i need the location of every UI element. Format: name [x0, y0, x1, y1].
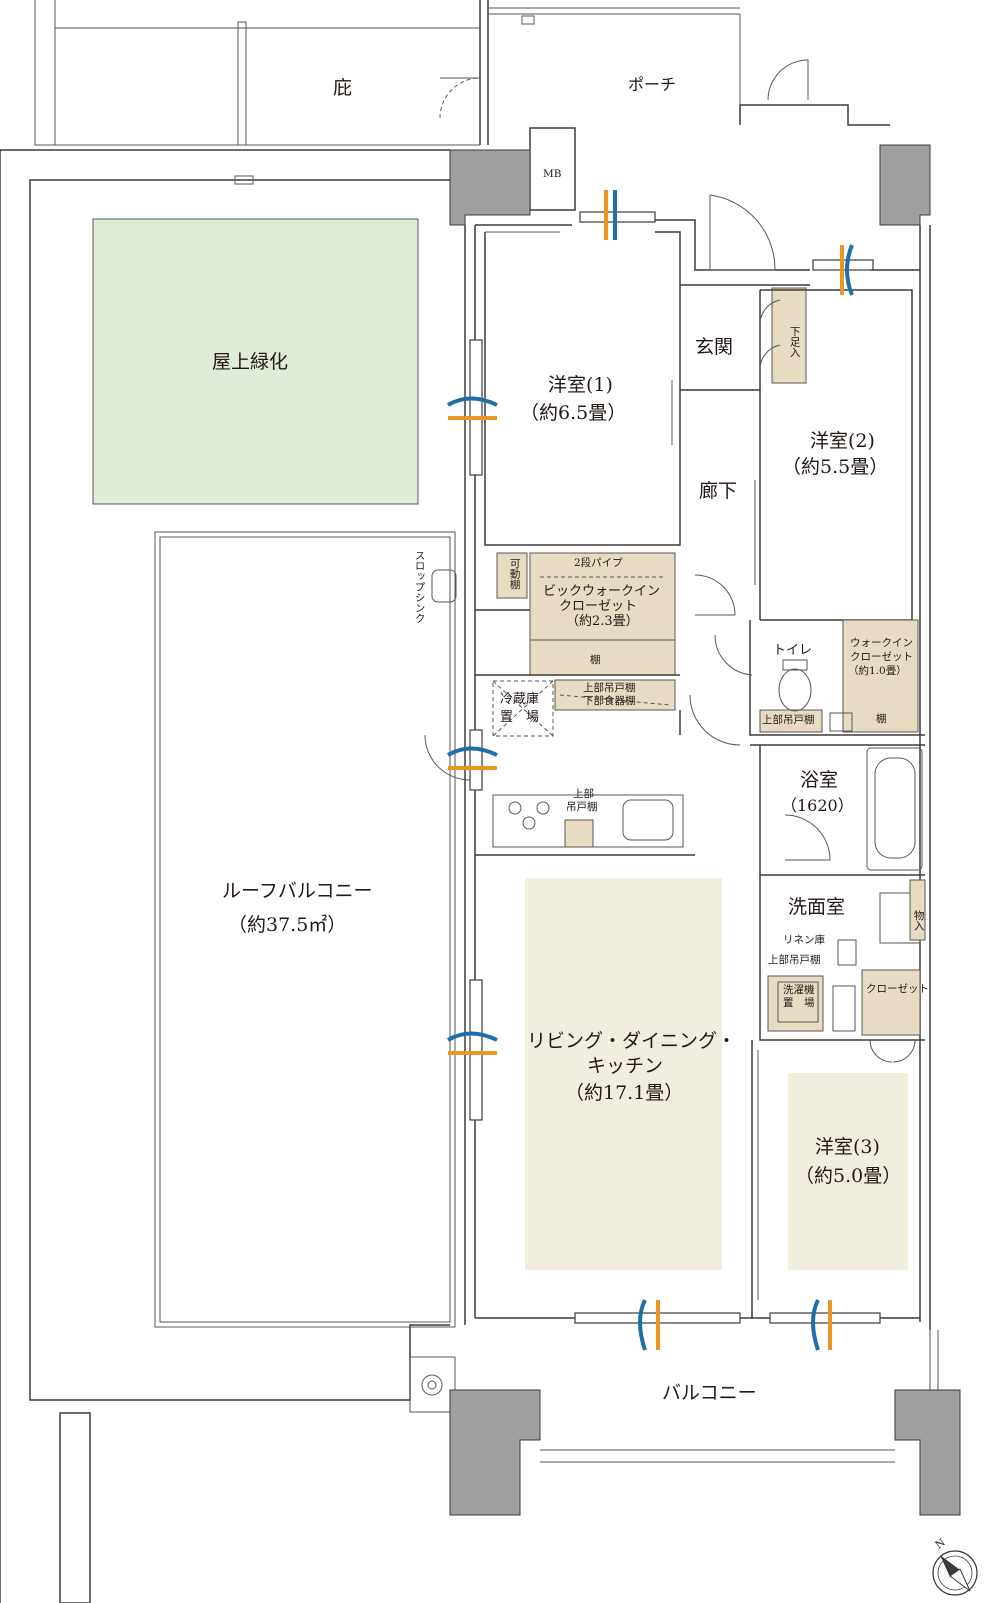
breeze-arrows	[446, 190, 854, 1351]
western2-name: 洋室(2)	[810, 430, 875, 452]
big-wic-line2: クローゼット	[559, 599, 638, 614]
compass-icon	[932, 1550, 978, 1596]
corridor-label: 廊下	[699, 480, 738, 502]
ldk-size: （約17.1畳）	[565, 1082, 684, 1104]
porch-label: ポーチ	[628, 75, 677, 94]
doors	[424, 194, 916, 1063]
shoe-storage-label: 下足入	[788, 326, 801, 358]
slop-sink-label: スロップシンク	[413, 550, 426, 624]
washroom-label: 洗面室	[788, 896, 846, 918]
big-wic-shelf: 棚	[590, 654, 601, 666]
cabinet-line1: 上部吊戸棚	[583, 682, 636, 694]
pipe-label: 2段パイプ	[574, 557, 623, 569]
balcony-label: バルコニー	[662, 1382, 757, 1404]
toilet-upper-shelf: 上部吊戸棚	[762, 714, 815, 726]
kitchen-upper-1: 上部	[573, 788, 594, 800]
big-wic-size: （約2.3畳）	[566, 614, 639, 629]
fridge-line2: 置 場	[500, 710, 540, 725]
washroom-upper-shelf: 上部吊戸棚	[768, 954, 821, 966]
building-walls	[449, 144, 961, 1516]
western3-size: （約5.0畳）	[795, 1165, 902, 1187]
bath-name: 浴室	[800, 769, 839, 791]
fridge-line1: 冷蔵庫	[500, 692, 540, 707]
western3-name: 洋室(3)	[815, 1136, 880, 1158]
storage-label: 物入	[912, 910, 925, 931]
western1-name: 洋室(1)	[548, 374, 613, 396]
ldk-line1: リビング・ダイニング・	[527, 1030, 737, 1052]
wic-line2: クローゼット	[850, 651, 913, 663]
roof-balcony-label: ルーフバルコニー	[222, 880, 373, 902]
mb-box	[529, 127, 576, 211]
eaves-label: 庇	[333, 77, 353, 99]
linen-label: リネン庫	[783, 934, 825, 946]
entrance-label: 玄関	[695, 336, 734, 358]
big-wic-line1: ビックウォークイン	[543, 584, 661, 599]
roof-balcony-outline	[0, 149, 457, 1603]
western2-size: （約5.5畳）	[782, 456, 889, 478]
movable-shelf-label: 可動棚	[508, 558, 521, 590]
roof-balcony-area: （約37.5㎡）	[228, 914, 347, 936]
rooftop-green-label: 屋上緑化	[212, 351, 289, 373]
wic-shelf: 棚	[876, 713, 887, 725]
western1-size: （約6.5畳）	[520, 402, 627, 424]
wic-size: （約1.0畳）	[848, 665, 907, 677]
cabinet-line2: 下部食器棚	[583, 695, 636, 707]
wic-line1: ウォークイン	[850, 637, 913, 649]
closet-label: クローゼット	[866, 983, 929, 995]
kitchen-upper-2: 吊戸棚	[566, 801, 598, 813]
mb-label: MB	[543, 168, 562, 180]
washer-line2: 置 場	[783, 997, 815, 1009]
toilet-label: トイレ	[773, 643, 813, 658]
bath-size: （1620）	[781, 796, 854, 815]
washer-line1: 洗濯機	[783, 984, 815, 996]
rooftop-green-area	[92, 218, 419, 505]
ldk-line2: キッチン	[587, 1055, 664, 1077]
eaves-porch-outline	[34, 0, 890, 146]
